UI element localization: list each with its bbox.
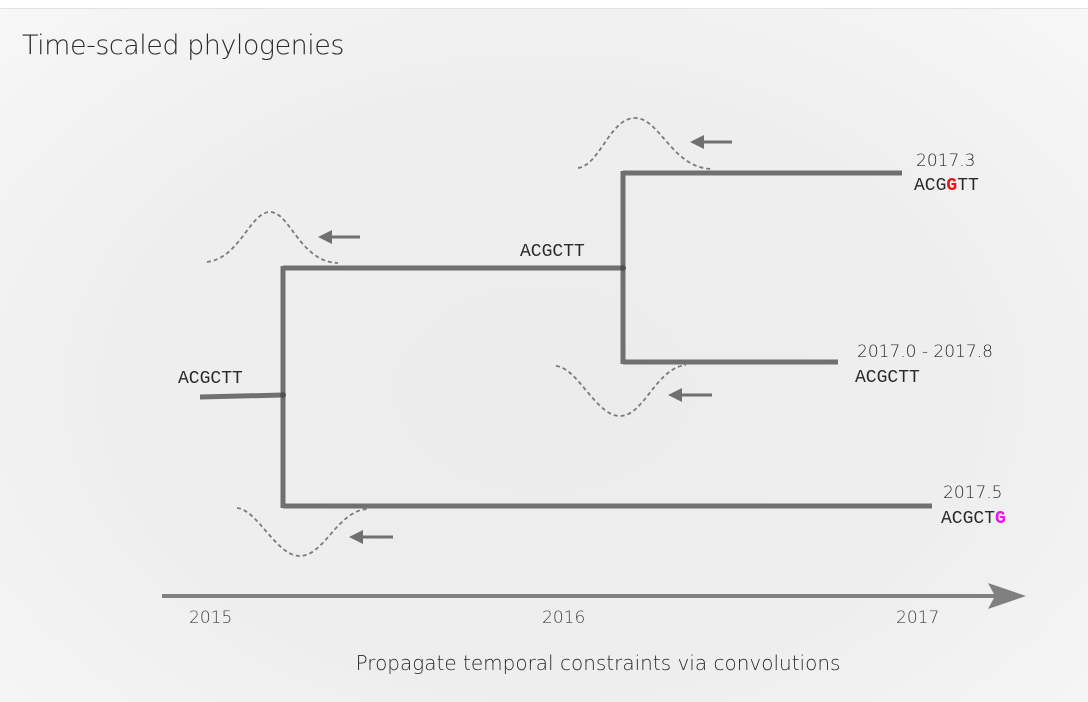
mutation-highlight: G xyxy=(946,176,957,196)
distribution-curve-icon xyxy=(206,211,339,264)
axis-tick-label: 2015 xyxy=(189,608,232,628)
axis-tick-label: 2017 xyxy=(896,608,939,628)
tip-date-label: 2017.5 xyxy=(943,483,1002,503)
page-title: Time-scaled phylogenies xyxy=(22,30,344,61)
tip-sequence-label: ACGCTT xyxy=(855,368,920,388)
distribution-curve-icon xyxy=(555,364,687,417)
left-arrow-icon xyxy=(668,388,712,402)
root-stem xyxy=(199,392,284,400)
diagram-caption: Propagate temporal constraints via convo… xyxy=(356,651,841,675)
mutation-highlight: G xyxy=(995,509,1006,529)
internal-node-sequence-label: ACGCTT xyxy=(520,242,585,262)
internal-node xyxy=(620,265,626,271)
slide-background xyxy=(0,8,1088,702)
left-arrow-icon xyxy=(349,530,393,544)
axis-tick-label: 2016 xyxy=(542,608,585,628)
left-arrow-icon xyxy=(318,230,360,244)
tip-date-label: 2017.0 - 2017.8 xyxy=(857,342,993,362)
distribution-curve-icon xyxy=(577,117,713,170)
tip-sequence-label: ACGGTT xyxy=(914,176,979,196)
tip-date-label: 2017.3 xyxy=(916,151,975,171)
tip-sequence-label: ACGCTG xyxy=(941,509,1006,529)
distribution-curve-icon xyxy=(236,507,369,557)
root-node xyxy=(280,392,286,398)
left-arrow-icon xyxy=(690,135,732,149)
root-sequence-label: ACGCTT xyxy=(178,369,243,389)
time-axis xyxy=(162,583,1026,609)
